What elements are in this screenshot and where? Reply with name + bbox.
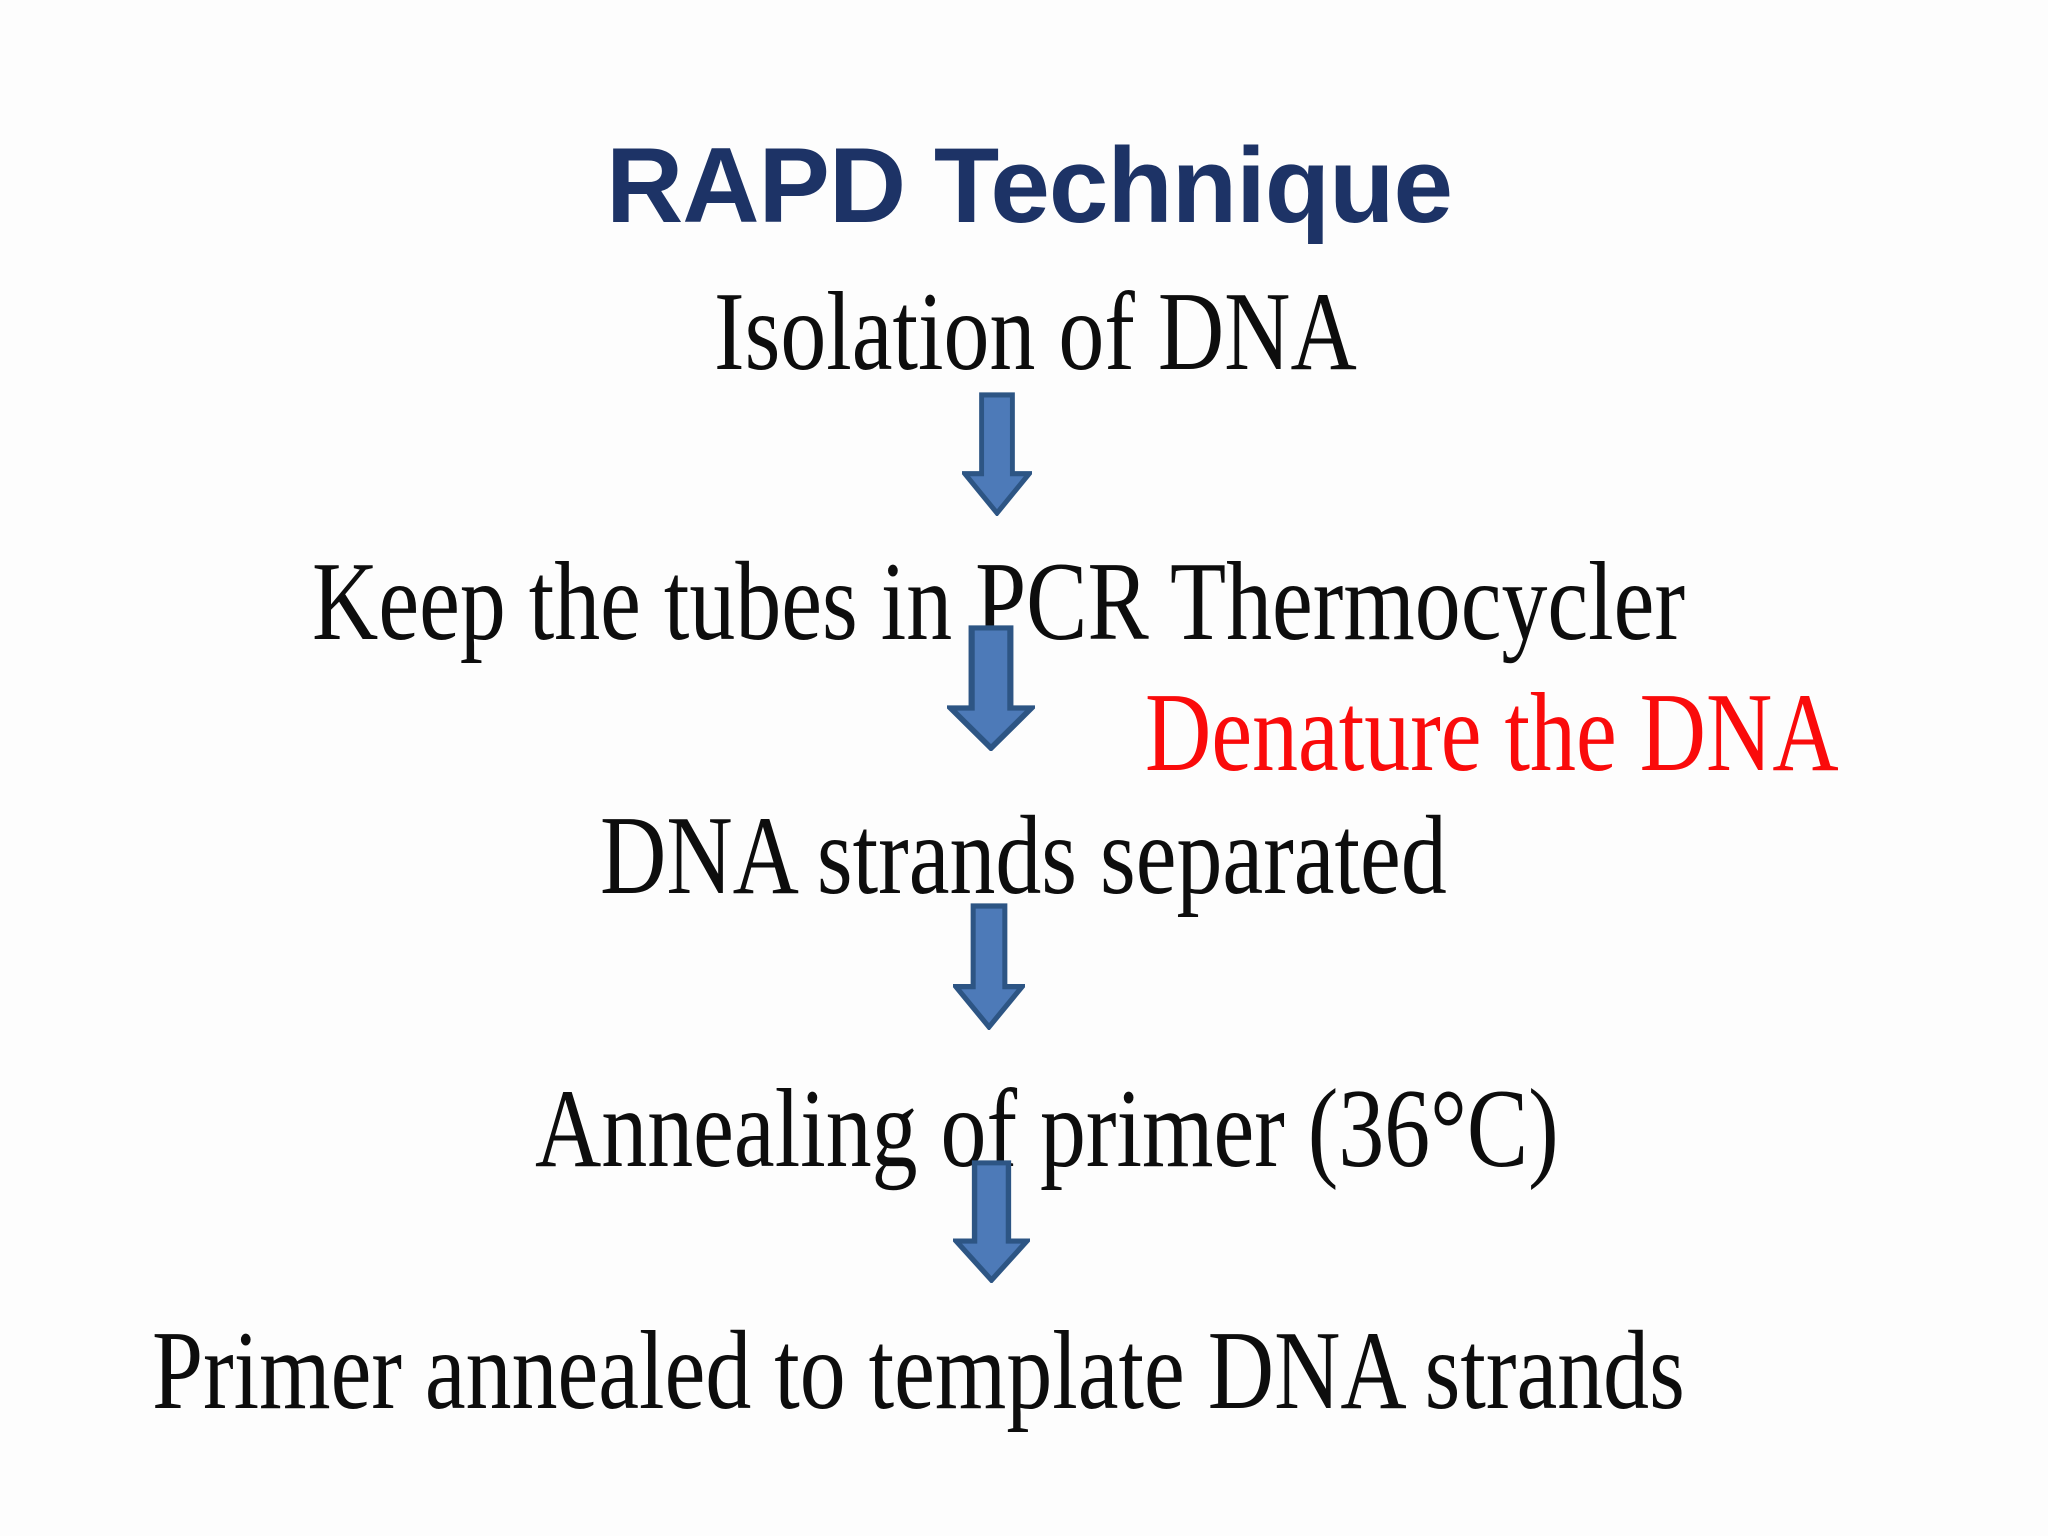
step-annealing-of-primer: Annealing of primer (36°C) bbox=[535, 1067, 1559, 1191]
step-primer-annealed-to-template: Primer annealed to template DNA strands bbox=[152, 1309, 1685, 1433]
down-arrow-icon bbox=[953, 903, 1025, 1030]
slide-title: RAPD Technique bbox=[606, 125, 1453, 245]
down-arrow-shape bbox=[962, 392, 1032, 516]
down-arrow-icon bbox=[953, 1160, 1030, 1283]
step-denature-the-dna: Denature the DNA bbox=[1145, 671, 1839, 795]
down-arrow-icon bbox=[962, 392, 1032, 516]
down-arrow-icon bbox=[947, 625, 1035, 751]
step-dna-strands-separated: DNA strands separated bbox=[600, 794, 1447, 918]
down-arrow-shape bbox=[953, 903, 1025, 1030]
down-arrow-shape bbox=[953, 1160, 1030, 1283]
down-arrow-shape bbox=[947, 625, 1035, 751]
step-isolation-of-dna: Isolation of DNA bbox=[714, 270, 1357, 394]
